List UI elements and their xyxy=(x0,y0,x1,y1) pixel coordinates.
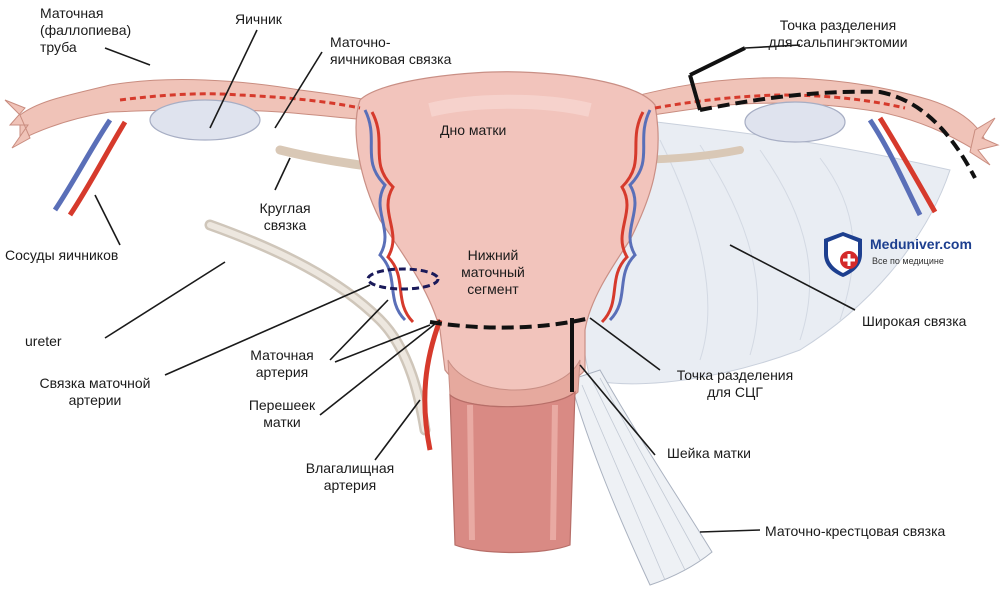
label-round-ligament: Круглая связка xyxy=(259,200,311,233)
leader-lines xyxy=(94,29,856,533)
meduniver-logo: Meduniver.com Все по медицине xyxy=(820,230,972,278)
label-fundus: Дно матки xyxy=(440,122,507,138)
cut-lines xyxy=(429,89,977,330)
ovary-left xyxy=(149,99,261,141)
ovary-right xyxy=(744,101,846,143)
ovarian-artery xyxy=(67,120,128,217)
vagina-shape xyxy=(449,390,576,554)
label-ovary: Яичник xyxy=(235,11,282,27)
uterosacral-ligament-shape xyxy=(569,369,713,586)
label-isthmus: Перешеек матки xyxy=(248,397,316,430)
label-salpingectomy-point: Точка разделения для сальпингэктомии xyxy=(768,17,908,50)
label-uterine-artery-ligament: Связка маточной артерии xyxy=(39,375,151,408)
uterine-artery-ring xyxy=(366,267,440,291)
label-utero-ovarian-ligament: Маточно- яичниковая связка xyxy=(330,34,452,67)
broad-ligament-folds xyxy=(659,139,854,361)
label-fallopian-tube: Маточная (фаллопиева) труба xyxy=(40,5,132,55)
label-lower-segment: Нижний маточный сегмент xyxy=(461,247,525,297)
label-vaginal-artery: Влагалищная артерия xyxy=(305,460,395,493)
shield-cross-icon xyxy=(824,232,862,277)
label-ureter: ureter xyxy=(25,333,62,349)
ovarian-vein xyxy=(52,118,113,212)
logo-subtitle: Все по медицине xyxy=(872,256,944,266)
label-uterosacral-ligament: Маточно-крестцовая связка xyxy=(765,523,946,539)
label-scg-point: Точка разделения для СЦГ xyxy=(676,367,794,400)
vaginal-artery-shape xyxy=(422,319,443,451)
logo-title: Meduniver.com xyxy=(870,236,972,252)
label-uterine-artery: Маточная артерия xyxy=(250,347,314,380)
label-cervix: Шейка матки xyxy=(667,445,752,461)
label-broad-ligament: Широкая связка xyxy=(862,313,967,329)
label-ovarian-vessels: Сосуды яичников xyxy=(5,247,119,263)
